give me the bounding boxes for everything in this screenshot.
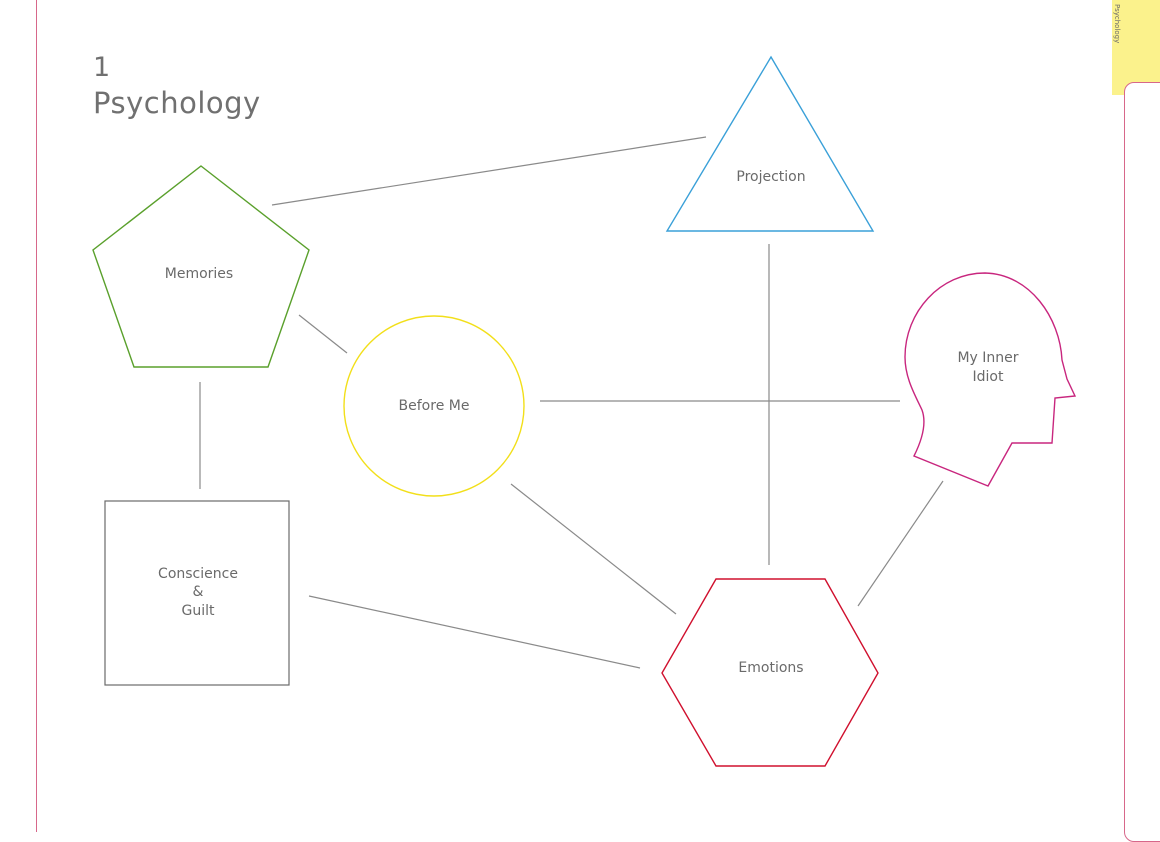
emotions-label: Emotions xyxy=(738,660,803,676)
next-section-tab-card[interactable] xyxy=(1124,82,1160,842)
page-number: 1 xyxy=(93,52,111,83)
conscience-label-line1: Conscience xyxy=(158,566,238,582)
connector-inner-idiot-emotions xyxy=(857,480,944,607)
memories-label: Memories xyxy=(165,266,233,282)
connector-lines xyxy=(199,136,944,669)
conscience-label-line2: & xyxy=(193,584,204,600)
node-memories: Memories xyxy=(92,165,310,368)
mind-map-diagram: Memories Projection Before Me My Inner I… xyxy=(92,55,1077,767)
connector-before-me-emotions xyxy=(510,483,677,615)
square-shape xyxy=(104,500,290,686)
node-before-me: Before Me xyxy=(343,315,525,497)
connector-memories-before-me xyxy=(298,314,348,354)
connector-memories-projection xyxy=(271,136,707,206)
node-inner-idiot: My Inner Idiot xyxy=(904,272,1077,487)
triangle-shape xyxy=(665,55,875,232)
connector-conscience-emotions xyxy=(308,595,641,669)
page-left-rule xyxy=(36,0,37,832)
node-emotions: Emotions xyxy=(661,578,879,767)
page-title: Psychology xyxy=(93,86,261,120)
inner-idiot-label-line2: Idiot xyxy=(973,369,1004,385)
psychology-tab[interactable]: Psychology xyxy=(1112,0,1160,95)
side-tab-area: Psychology xyxy=(1110,0,1160,842)
conscience-label-line3: Guilt xyxy=(182,603,216,619)
hexagon-shape xyxy=(661,578,879,767)
head-silhouette-shape xyxy=(904,272,1077,487)
projection-label: Projection xyxy=(736,169,805,185)
node-conscience: Conscience & Guilt xyxy=(104,500,290,686)
page-heading: 1 Psychology xyxy=(93,52,261,122)
node-projection: Projection xyxy=(665,55,875,232)
circle-shape xyxy=(343,315,525,497)
pentagon-shape xyxy=(92,165,310,368)
inner-idiot-label-line1: My Inner xyxy=(957,350,1018,366)
before-me-label: Before Me xyxy=(399,398,470,414)
psychology-tab-label: Psychology xyxy=(1113,4,1121,44)
